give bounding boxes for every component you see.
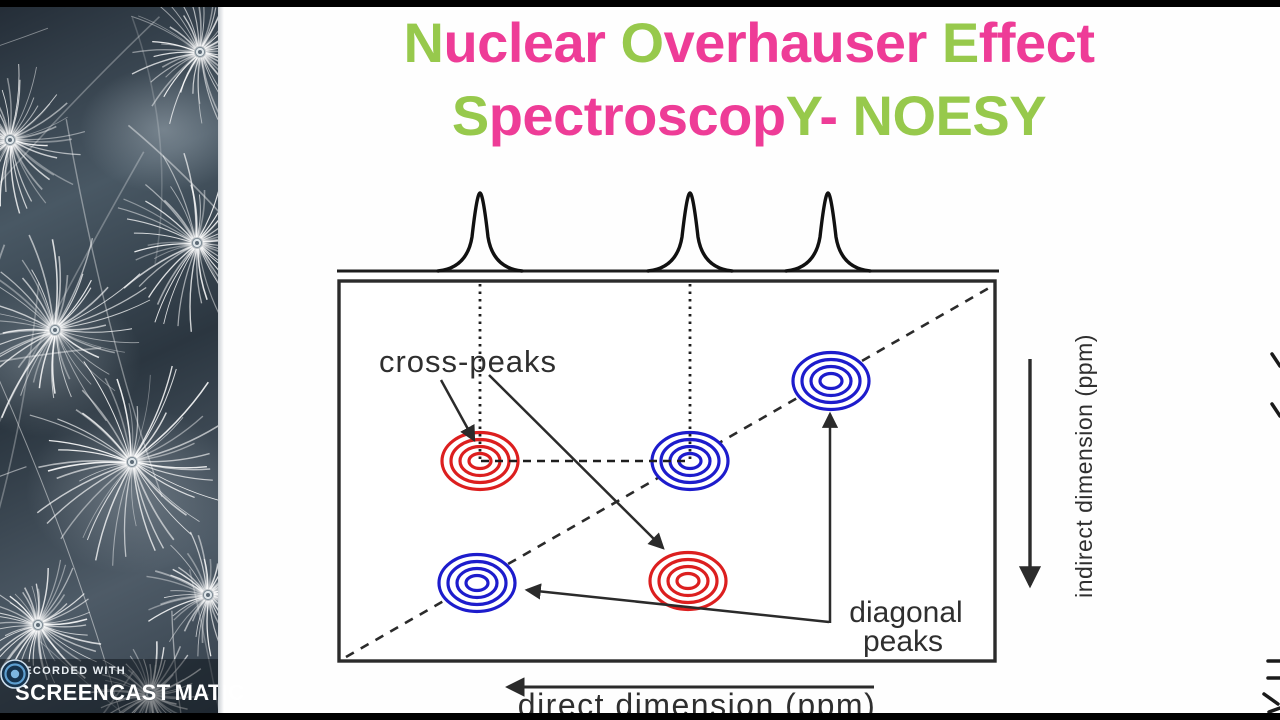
right-edge-cropped-marks [1262,352,1280,714]
y-axis-label: indirect dimension (ppm) [1071,334,1097,598]
screencast-watermark: RECORDED WITH SCREENCAST MATIC [0,659,244,714]
slide-title: Nuclear Overhauser Effect SpectroscopY- … [218,6,1280,152]
diagonal-peak-contour [650,430,730,492]
letterbox-bar-top [0,0,1280,7]
contour-peaks [437,350,871,614]
title-line-2: SpectroscopY- NOESY [218,79,1280,152]
cross-peak-contour [440,430,520,492]
cross-peaks-arrows [439,374,665,550]
cross-peaks-label: cross-peaks [379,344,557,379]
diagonal-peaks-label-line1: diagonal [849,596,962,629]
title-segment: NOESY [837,84,1047,147]
title-segment: E [941,11,979,74]
spectrum-1d-peaks [436,191,872,273]
title-segment: N [403,11,444,74]
photo-edge-fade [218,0,224,720]
cross-peak-arrow-2 [488,374,665,550]
title-segment: ffect [978,11,1095,74]
brand-text-right: MATIC [174,680,245,705]
title-segment: - [819,84,838,147]
letterbox-bar-bottom [0,713,1280,720]
title-segment: O [620,11,665,74]
title-segment: uclear [443,11,621,74]
diagonal-peaks-arrows [524,411,839,624]
title-segment: S [451,84,489,147]
diagonal-peaks-label-line2: peaks [863,625,943,658]
spectrum-1d [337,191,999,273]
title-segment: verhauser [663,11,942,74]
diagonal-peak-contour [791,350,871,412]
screencast-o-matic-logo-icon [0,659,30,689]
brand-text-left: SCREENCAST [15,680,171,705]
diagonal-peak-contour [437,552,517,614]
dandelion-photo: RECORDED WITH SCREENCAST MATIC [0,0,244,720]
screencast-o-matic-brand: SCREENCAST MATIC [0,659,244,706]
dandelion-photo-art [0,0,218,720]
title-line-1: Nuclear Overhauser Effect [218,6,1280,79]
title-segment: pectroscop [488,84,786,147]
title-segment: Y [785,84,820,147]
cross-peak-arrow-1 [439,379,476,443]
recorded-with-label: RECORDED WITH [15,665,127,677]
diagonal-peak-arrow-left [524,583,830,624]
cross-peak-contour [648,550,728,612]
